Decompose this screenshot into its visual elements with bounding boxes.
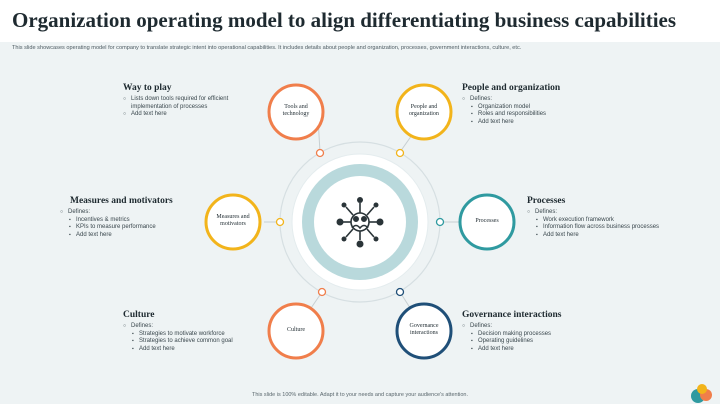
list-item: Add text here <box>462 119 612 127</box>
list-item: Add text here <box>60 232 200 240</box>
node-culture-label: Culture <box>287 327 305 333</box>
node-tools-circle <box>267 83 325 141</box>
list-item: Add text here <box>527 232 667 240</box>
node-governance-label: Governance interactions <box>409 323 439 336</box>
block-heading: Culture <box>123 310 155 320</box>
footer-note: This slide is 100% editable. Adapt it to… <box>252 392 468 398</box>
list-item: Defines: <box>527 209 667 217</box>
block-heading: Processes <box>527 196 566 206</box>
node-measures-circle <box>204 193 262 251</box>
list-item: Work execution framework <box>527 217 667 225</box>
list-item: Information flow across business process… <box>527 224 667 232</box>
list-item: Operating guidelines <box>462 338 612 346</box>
list-item: Defines: <box>462 323 612 331</box>
page-subtitle: This slide showcases operating model for… <box>12 45 522 51</box>
node-measures-label: Measures and motivators <box>216 214 250 227</box>
node-tools-label: Tools and technology <box>282 104 310 117</box>
list-item: Strategies to motivate workforce <box>123 331 263 339</box>
connector-dot-people <box>395 148 405 158</box>
list-item: Defines: <box>60 209 200 217</box>
connector-dot-culture <box>317 287 327 297</box>
block-heading: People and organization <box>462 83 561 93</box>
block-culture: Culture Defines: Strategies to motivate … <box>123 310 263 353</box>
block-way-to-play: Way to play Lists down tools required fo… <box>123 83 263 119</box>
list-item: Organization model <box>462 104 612 112</box>
connector-dot-governance <box>395 287 405 297</box>
list-item: Strategies to achieve common goal <box>123 338 263 346</box>
block-heading: Measures and motivators <box>70 196 173 206</box>
connector-dot-processes <box>435 217 445 227</box>
list-item: Lists down tools required for efficient … <box>123 96 263 111</box>
node-processes-circle <box>458 193 516 251</box>
block-measures: Measures and motivators Defines: Incenti… <box>60 196 200 239</box>
list-item: Roles and responsibilities <box>462 111 612 119</box>
title-bar: Organization operating model to align di… <box>0 0 720 42</box>
list-item: Decision making processes <box>462 331 612 339</box>
node-processes-label: Processes <box>475 218 499 224</box>
list-item: Defines: <box>123 323 263 331</box>
block-processes: Processes Defines: Work execution framew… <box>527 196 667 239</box>
list-item: Add text here <box>123 111 263 119</box>
brand-logo-icon <box>691 384 712 403</box>
node-people-circle <box>395 83 453 141</box>
hub-center <box>314 176 406 268</box>
connector-dot-tools <box>315 148 325 158</box>
list-item: KPIs to measure performance <box>60 224 200 232</box>
node-culture-circle <box>267 302 325 360</box>
list-item: Incentives & metrics <box>60 217 200 225</box>
block-governance: Governance interactions Defines: Decisio… <box>462 310 612 353</box>
page-title: Organization operating model to align di… <box>12 8 677 32</box>
block-heading: Governance interactions <box>462 310 562 320</box>
block-heading: Way to play <box>123 83 172 93</box>
block-people: People and organization Defines: Organiz… <box>462 83 612 126</box>
connector-dot-measures <box>275 217 285 227</box>
list-item: Add text here <box>123 346 263 354</box>
list-item: Add text here <box>462 346 612 354</box>
people-network-icon <box>342 203 378 240</box>
node-governance-circle <box>395 302 453 360</box>
list-item: Defines: <box>462 96 612 104</box>
node-people-label: People and organization <box>409 104 439 117</box>
